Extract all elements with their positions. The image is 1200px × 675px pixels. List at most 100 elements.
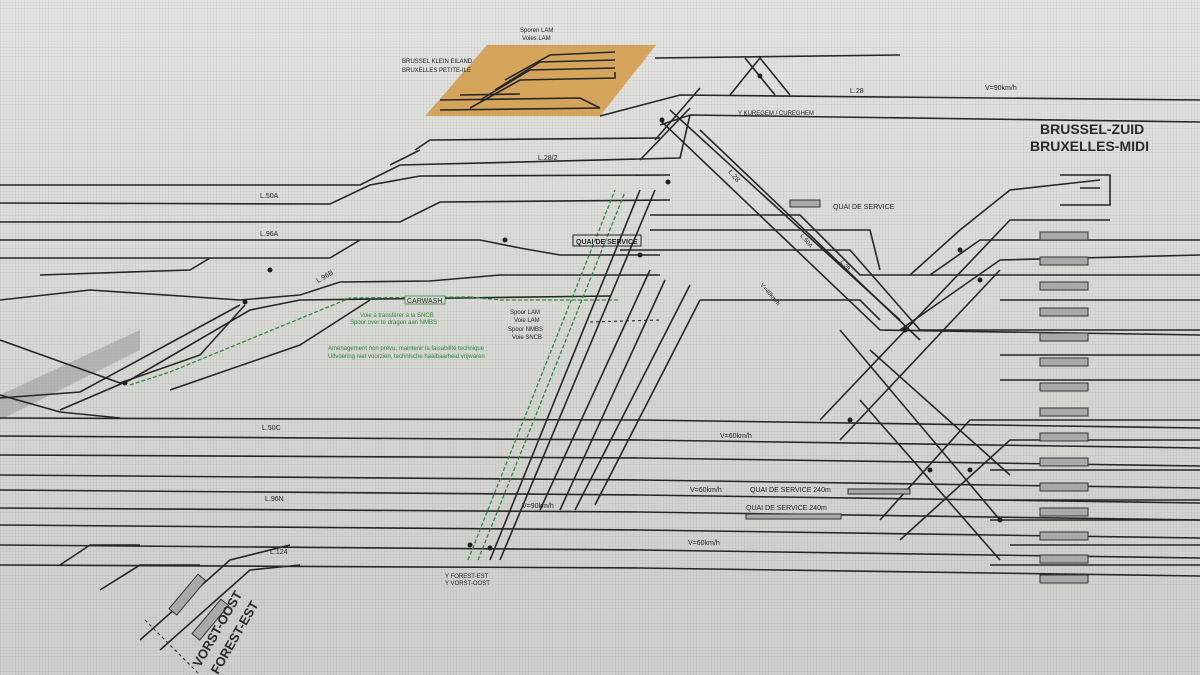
klein-eiland-track xyxy=(459,93,521,96)
track-l96b-2 xyxy=(59,295,611,411)
track xyxy=(0,239,361,259)
klein-eiland-area xyxy=(425,45,656,116)
track-diagonal xyxy=(539,269,651,511)
track xyxy=(729,56,791,96)
station-platform xyxy=(1039,256,1089,266)
track xyxy=(99,564,200,591)
station-platform xyxy=(1039,482,1089,492)
track-lines xyxy=(0,51,1200,651)
switch-point xyxy=(927,467,933,473)
station-name-nl: BRUSSEL-ZUID xyxy=(1040,121,1144,137)
switch-point xyxy=(977,277,983,283)
track xyxy=(169,299,371,391)
track xyxy=(654,87,701,141)
label-l96a: L.96A xyxy=(260,231,279,238)
station-platform xyxy=(1039,357,1089,367)
label-sporen-lam: Sporen LAM xyxy=(520,28,553,34)
track-carwash xyxy=(129,296,471,386)
track-carwash-2 xyxy=(469,296,620,301)
track-diagonal xyxy=(559,279,666,511)
klein-eiland-track xyxy=(439,97,601,109)
track xyxy=(929,239,1200,276)
label-quai-service-3: QUAI DE SERVICE 240m xyxy=(750,487,831,494)
switch-point xyxy=(847,417,853,423)
label-speed-lower2: V=60km/h xyxy=(688,540,720,547)
label-y-forest-est: Y FOREST-EST xyxy=(445,574,489,580)
label-l28: L.28 xyxy=(850,88,864,95)
switch-point xyxy=(467,542,473,548)
track-lower xyxy=(0,564,1200,577)
quai-service-platform-1 xyxy=(789,199,821,208)
track xyxy=(59,544,140,566)
label-l124: L.124 xyxy=(270,549,288,556)
track-diagonal xyxy=(477,191,626,561)
track-lower xyxy=(0,544,1200,559)
carwash-box xyxy=(404,295,446,305)
track-diagonal xyxy=(594,299,701,506)
label-voies-lam: Voies LAM xyxy=(522,36,551,42)
track xyxy=(650,214,1200,276)
track xyxy=(879,419,1200,521)
label-klein-eiland-nl: BRUSSEL KLEIN EILAND xyxy=(402,59,473,65)
label-spoor-nmbs: Spoor NMBS xyxy=(508,327,543,333)
label-klein-eiland-fr: BRUXELLES PETITE-ILE xyxy=(402,68,471,74)
switch-point xyxy=(502,237,508,243)
track xyxy=(859,399,1001,561)
track xyxy=(0,304,241,399)
track xyxy=(899,254,1200,331)
label-speed-diag: V=40km/h xyxy=(758,282,780,307)
switch-point xyxy=(957,247,963,253)
switch-point xyxy=(902,327,908,333)
label-l28-2: L.28/2 xyxy=(538,155,558,162)
track-lower xyxy=(0,435,1200,449)
track-diagonal xyxy=(489,189,641,561)
track-l96a-a xyxy=(0,239,660,256)
track xyxy=(699,129,921,341)
track xyxy=(839,269,1001,441)
label-y-vorst-oost: Y VORST-OOST xyxy=(445,581,490,587)
station-platform xyxy=(1039,231,1089,241)
track-l96a-b xyxy=(0,199,671,223)
label-voie-sncb: Voie SNCB xyxy=(512,335,542,341)
station-platform xyxy=(1039,531,1089,541)
forest-platform-2 xyxy=(191,598,230,641)
station-platform xyxy=(1039,432,1089,442)
switch-point xyxy=(967,467,973,473)
track-lower xyxy=(0,454,1200,467)
track xyxy=(39,257,211,276)
quai-service-platform-4 xyxy=(745,513,842,520)
platform-stub xyxy=(1060,174,1111,206)
switch-point xyxy=(757,73,763,79)
klein-eiland-track xyxy=(494,59,616,91)
station-boundary xyxy=(144,619,201,675)
station-platform xyxy=(1039,407,1089,417)
station-platform xyxy=(1039,554,1089,564)
track-lower xyxy=(0,507,1200,521)
track xyxy=(620,249,1200,331)
label-speed-mid: V=60km/h xyxy=(720,433,752,440)
label-l28-diag: L.28 xyxy=(726,169,740,184)
label-l50a: L.50A xyxy=(260,193,279,200)
track-l50a-b xyxy=(0,114,691,186)
track xyxy=(899,439,1200,541)
label-speed-lower1: V=60km/h xyxy=(690,487,722,494)
left-yard-area xyxy=(0,330,140,420)
station-platform xyxy=(1039,457,1089,467)
track xyxy=(414,137,661,151)
label-spoor-lam: Spoor LAM xyxy=(510,310,540,316)
track-l28-a xyxy=(599,94,1200,117)
note-transfer-nl: Spoor over te dragen aan NMBS xyxy=(350,320,437,326)
track xyxy=(650,229,881,271)
track xyxy=(389,149,421,166)
label-speed-top: V=90km/h xyxy=(985,85,1017,92)
label-l50c: L.50C xyxy=(262,425,281,432)
note-transfer-fr: Voie à transférer à la SNCB xyxy=(360,313,434,319)
klein-eiland-track xyxy=(504,51,616,81)
track-lower xyxy=(0,417,1200,429)
station-platform xyxy=(1039,307,1089,317)
track-lower xyxy=(0,474,1200,489)
track-l96b xyxy=(0,274,660,301)
label-voie-lam: Voie LAM xyxy=(514,318,540,324)
